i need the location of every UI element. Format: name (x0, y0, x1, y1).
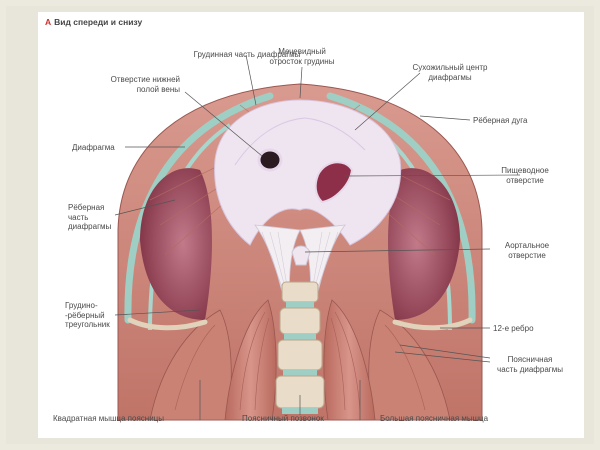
right-cavity (388, 168, 460, 320)
label-sternocostal-line1: Грудино- (65, 301, 98, 310)
label-xiphoid: Мечевидный отросток грудины (262, 47, 342, 66)
vena-cava-opening (257, 148, 283, 172)
label-vena-cava-line2: полой вены (136, 84, 180, 94)
figure-title-text: Вид спереди и снизу (54, 17, 143, 27)
label-aortic-line1: Аортальное (504, 241, 550, 250)
label-diaphragm: Диафрагма (72, 143, 115, 152)
label-vena-cava-line1: Отверстие нижней (110, 75, 180, 84)
label-sternocostal-triangle: Грудино- -рёберный треугольник (65, 301, 110, 330)
psoas-major-left (224, 299, 277, 421)
label-sternocostal-line3: треугольник (65, 320, 110, 329)
label-lumbar-part-line2: часть диафрагмы (497, 364, 563, 374)
esophageal-opening (314, 161, 354, 204)
label-sternal-part: Грудинная часть диафрагмы (193, 50, 301, 59)
label-aortic-line2: отверстие (508, 250, 546, 260)
label-xiphoid-line1: Мечевидный (278, 47, 326, 56)
label-costal-part-line1: Рёберная (68, 203, 105, 212)
psoas-major-right (323, 299, 376, 421)
costal-arch-left (124, 92, 274, 324)
label-costal-arch: Рёберная дуга (473, 116, 528, 125)
rib-12-right (392, 317, 473, 331)
lumbar-spine (275, 281, 325, 414)
label-central-tendon-line1: Сухожильный центр (412, 63, 488, 72)
label-lumbar-part: Поясничная часть диафрагмы (480, 355, 580, 374)
label-lumbar-vertebra: Поясничный позвонок (242, 414, 324, 423)
label-vena-cava: Отверстие нижней полой вены (80, 75, 180, 94)
label-psoas-major: Большая поясничная мышца (380, 414, 489, 423)
label-esophageal-line1: Пищеводное (501, 166, 549, 175)
label-central-tendon-line2: диафрагмы (428, 72, 472, 82)
rib-12-left (127, 317, 208, 331)
label-rib-12: 12-е ребро (493, 324, 534, 333)
label-costal-part-line2: часть (68, 212, 89, 222)
figure-letter: А (45, 17, 52, 27)
label-esophageal-line2: отверстие (506, 175, 544, 185)
label-lumbar-part-line1: Поясничная (507, 355, 553, 364)
label-aortic: Аортальное отверстие (492, 241, 562, 260)
left-cavity (140, 168, 212, 320)
costal-arch-right (326, 92, 476, 324)
label-costal-part-line3: диафрагмы (68, 222, 112, 231)
label-quadratus-lumborum: Квадратная мышца поясницы (53, 414, 164, 423)
label-xiphoid-line2: отросток грудины (269, 56, 335, 66)
aortic-opening (291, 245, 311, 266)
leader-lines (114, 54, 521, 420)
label-central-tendon: Сухожильный центр диафрагмы (400, 63, 500, 82)
label-costal-part: Рёберная часть диафрагмы (68, 203, 111, 232)
label-esophageal: Пищеводное отверстие (490, 166, 560, 185)
label-sternocostal-line2: -рёберный (65, 310, 105, 320)
